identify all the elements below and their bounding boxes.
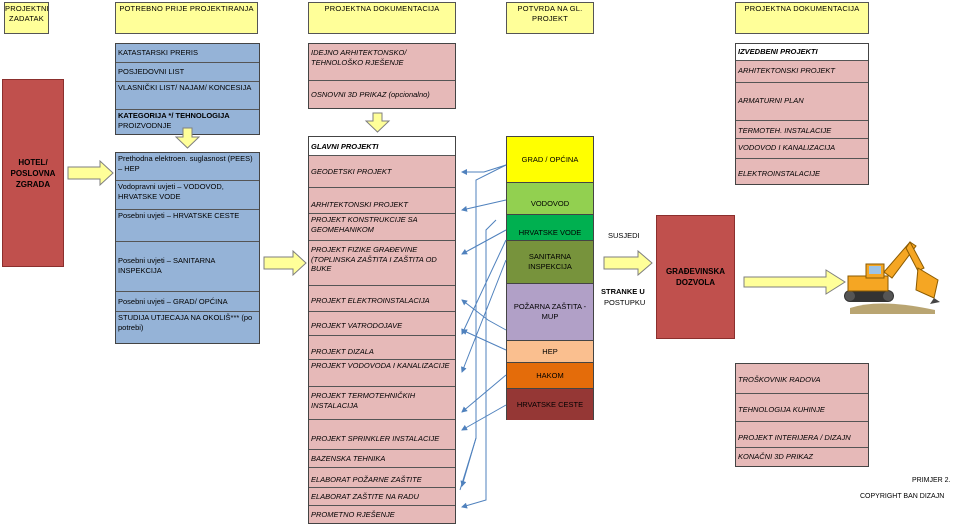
extra-item: KONAČNI 3D PRIKAZ: [736, 448, 868, 466]
glavni-item: PROJEKT VATRODOJAVE: [309, 312, 455, 336]
hotel-box: HOTEL/ POSLOVNA ZGRADA: [2, 79, 64, 267]
glavni-item: PROJEKT ELEKTROINSTALACIJA: [309, 286, 455, 312]
dozvola-label: GRAĐEVINSKA DOZVOLA: [665, 267, 726, 287]
extra-item: PROJEKT INTERIJERA / DIZAJN: [736, 422, 868, 448]
glavni-title: GLAVNI PROJEKTI: [309, 137, 455, 156]
glavni-item: PROJEKT DIZALA: [309, 336, 455, 360]
pre-doc-item: POSJEDOVNI LIST: [116, 63, 259, 82]
glavni-item: PROJEKT FIZIKE GRAĐEVINE (TOPLINSKA ZAŠT…: [309, 241, 455, 286]
permit-item: Vodopravni uvjeti – VODOVOD, HRVATSKE VO…: [116, 181, 259, 210]
izvedbeni-stack: IZVEDBENI PROJEKTI ARHITEKTONSKI PROJEKT…: [735, 43, 869, 185]
izvedbeni-item: ELEKTROINSTALACIJE: [736, 159, 868, 184]
gradjevinska-dozvola-box: GRAĐEVINSKA DOZVOLA: [656, 215, 735, 339]
postupku-label: POSTUPKU: [604, 298, 646, 307]
izvedbeni-item: VODOVOD I KANALIZACIJA: [736, 139, 868, 159]
izvedbeni-title: IZVEDBENI PROJEKTI: [736, 44, 868, 61]
permit-item: Posebni uvjeti – HRVATSKE CESTE: [116, 210, 259, 242]
glavni-item: PROJEKT VODOVODA I KANALIZACIJE: [309, 360, 455, 387]
permit-item: Prethodna elektroen. suglasnost (PEES) –…: [116, 153, 259, 181]
stranke-label: STRANKE U: [601, 287, 645, 296]
glavni-item: PROMETNO RJEŠENJE: [309, 506, 455, 523]
pre-doc-bold: KATEGORIJA */ TEHNOLOGIJA: [118, 111, 230, 120]
header-projektna-dokumentacija-1: PROJEKTNA DOKUMENTACIJA: [308, 2, 456, 34]
potvrda-grad: GRAD / OPĆINA: [507, 137, 593, 183]
glavni-item: PROJEKT TERMOTEHNIČKIH INSTALACIJA: [309, 387, 455, 420]
excavator-icon: [844, 241, 940, 314]
extra-stack: TROŠKOVNIK RADOVA TEHNOLOGIJA KUHINJE PR…: [735, 363, 869, 467]
primjer-label: PRIMJER 2.: [912, 477, 951, 484]
pre-doc-item: KATASTARSKI PRERIS: [116, 44, 259, 63]
potvrda-hrvatske-vode: HRVATSKE VODE: [507, 215, 593, 241]
pre-doc-item: VLASNIČKI LIST/ NAJAM/ KONCESIJA: [116, 82, 259, 110]
potvrda-hrvatske-ceste: HRVATSKE CESTE: [507, 389, 593, 420]
permit-item: Posebni uvjeti – GRAD/ OPĆINA: [116, 292, 259, 312]
permit-item: STUDIJA UTJECAJA NA OKOLIŠ*** (po potreb…: [116, 312, 259, 343]
block-arrow-icon: [603, 249, 653, 277]
copyright-label: COPYRIGHT BAN DIZAJN: [860, 493, 945, 500]
glavni-item: PROJEKT SPRINKLER INSTALACIJE: [309, 420, 455, 450]
glavni-item: BAZENSKA TEHNIKA: [309, 450, 455, 468]
potvrda-hakom: HAKOM: [507, 363, 593, 389]
extra-item: TEHNOLOGIJA KUHINJE: [736, 394, 868, 422]
header-potrebno-prije: POTREBNO PRIJE PROJEKTIRANJA: [115, 2, 258, 34]
potvrde-stack: GRAD / OPĆINA VODOVOD HRVATSKE VODE SANI…: [506, 136, 594, 420]
block-arrow-icon: [174, 127, 201, 149]
glavni-item: ELABORAT POŽARNE ZAŠTITE: [309, 468, 455, 488]
susjedi-label: SUSJEDI: [608, 231, 640, 240]
block-arrow-icon: [263, 249, 307, 277]
potvrda-sanitarna: SANITARNA INSPEKCIJA: [507, 241, 593, 284]
header-projektna-dokumentacija-2: PROJEKTNA DOKUMENTACIJA: [735, 2, 869, 34]
hotel-label: HOTEL/ POSLOVNA ZGRADA: [10, 157, 56, 189]
potvrda-hep: HEP: [507, 341, 593, 363]
izvedbeni-item: ARHITEKTONSKI PROJEKT: [736, 61, 868, 83]
idejni-item: IDEJNO ARHITEKTONSKO/ TEHNOLOŠKO RJEŠENJ…: [309, 44, 455, 81]
block-arrow-icon: [67, 159, 114, 187]
glavni-stack: GLAVNI PROJEKTI GEODETSKI PROJEKT ARHITE…: [308, 136, 456, 524]
glavni-item: GEODETSKI PROJEKT: [309, 156, 455, 188]
pre-doc-rest: PROIZVODNJE: [118, 120, 172, 130]
izvedbeni-item: TERMOTEH. INSTALACIJE: [736, 121, 868, 139]
header-potvrda: POTVRDA NA GL. PROJEKT: [506, 2, 594, 34]
permits-stack: Prethodna elektroen. suglasnost (PEES) –…: [115, 152, 260, 344]
potvrda-vodovod: VODOVOD: [507, 183, 593, 215]
idejni-stack: IDEJNO ARHITEKTONSKO/ TEHNOLOŠKO RJEŠENJ…: [308, 43, 456, 109]
glavni-item: ARHITEKTONSKI PROJEKT: [309, 188, 455, 214]
block-arrow-icon: [364, 112, 391, 133]
header-projektni-zadatak: PROJEKTNI ZADATAK: [4, 2, 49, 34]
izvedbeni-item: ARMATURNI PLAN: [736, 83, 868, 121]
glavni-item: ELABORAT ZAŠTITE NA RADU: [309, 488, 455, 506]
permit-item: Posebni uvjeti – SANITARNA INSPEKCIJA: [116, 242, 259, 292]
idejni-item: OSNOVNI 3D PRIKAZ (opcionalno): [309, 81, 455, 108]
block-arrow-icon: [743, 269, 846, 295]
glavni-item: PROJEKT KONSTRUKCIJE SA GEOMEHANIKOM: [309, 214, 455, 241]
potvrda-pozarna: POŽARNA ZAŠTITA - MUP: [507, 284, 593, 341]
extra-item: TROŠKOVNIK RADOVA: [736, 364, 868, 394]
